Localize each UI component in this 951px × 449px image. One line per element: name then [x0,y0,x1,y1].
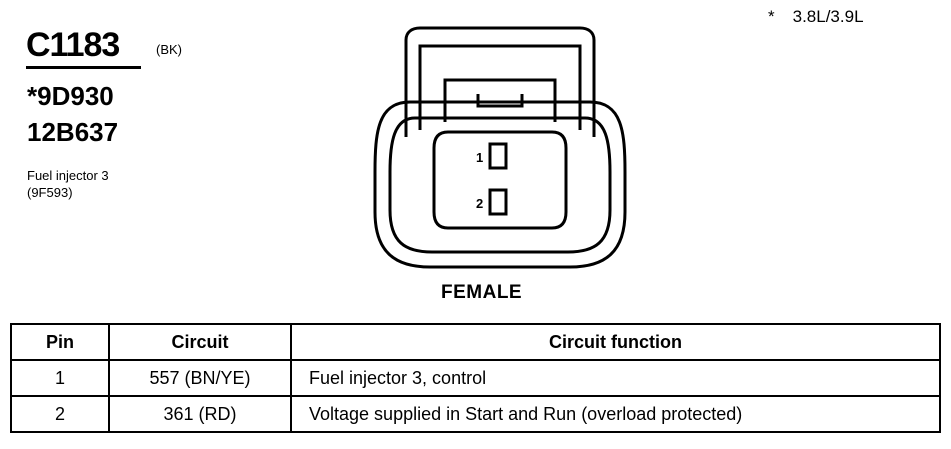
table-row: 1 557 (BN/YE) Fuel injector 3, control [10,359,941,397]
color-code: (BK) [156,42,182,57]
pin-table: Pin Circuit Circuit function 1 557 (BN/Y… [10,323,941,433]
part-number-2: 12B637 [27,117,119,147]
table-header-row: Pin Circuit Circuit function [10,323,941,361]
circuit-cell: 361 (RD) [108,395,292,433]
description-line-2: (9F593) [27,185,73,200]
pin-1-label: 1 [476,150,483,165]
housing-outer [373,100,627,269]
housing-inner [388,116,612,254]
pin-2-label: 2 [476,196,483,211]
locking-tab-inner [418,44,582,130]
engine-note: * 3.8L/3.9L [768,7,864,27]
pin-2-terminal [488,188,508,216]
pin-cell: 1 [10,359,110,397]
locking-tab [404,26,596,137]
header-pin: Pin [10,323,110,361]
header-circuit: Circuit [108,323,292,361]
component-description: Fuel injector 3 (9F593) [27,167,109,201]
circuit-function-cell: Fuel injector 3, control [290,359,941,397]
circuit-function-cell: Voltage supplied in Start and Run (overl… [290,395,941,433]
note-text: 3.8L/3.9L [792,7,864,26]
latch [443,78,557,122]
pin-1-terminal [488,142,508,170]
pin-cell: 2 [10,395,110,433]
connector-id-underline [26,66,141,69]
view-label: FEMALE [441,282,523,303]
description-line-1: Fuel injector 3 [27,168,109,183]
note-symbol: * [768,7,775,26]
connector-face-diagram: 1 2 [373,26,627,269]
circuit-cell: 557 (BN/YE) [108,359,292,397]
terminal-cavity [432,130,568,230]
connector-id: C1183 [26,26,120,64]
part-number-1: *9D930 [27,81,114,111]
table-row: 2 361 (RD) Voltage supplied in Start and… [10,395,941,433]
header-circuit-function: Circuit function [290,323,941,361]
latch-notch [476,94,524,108]
